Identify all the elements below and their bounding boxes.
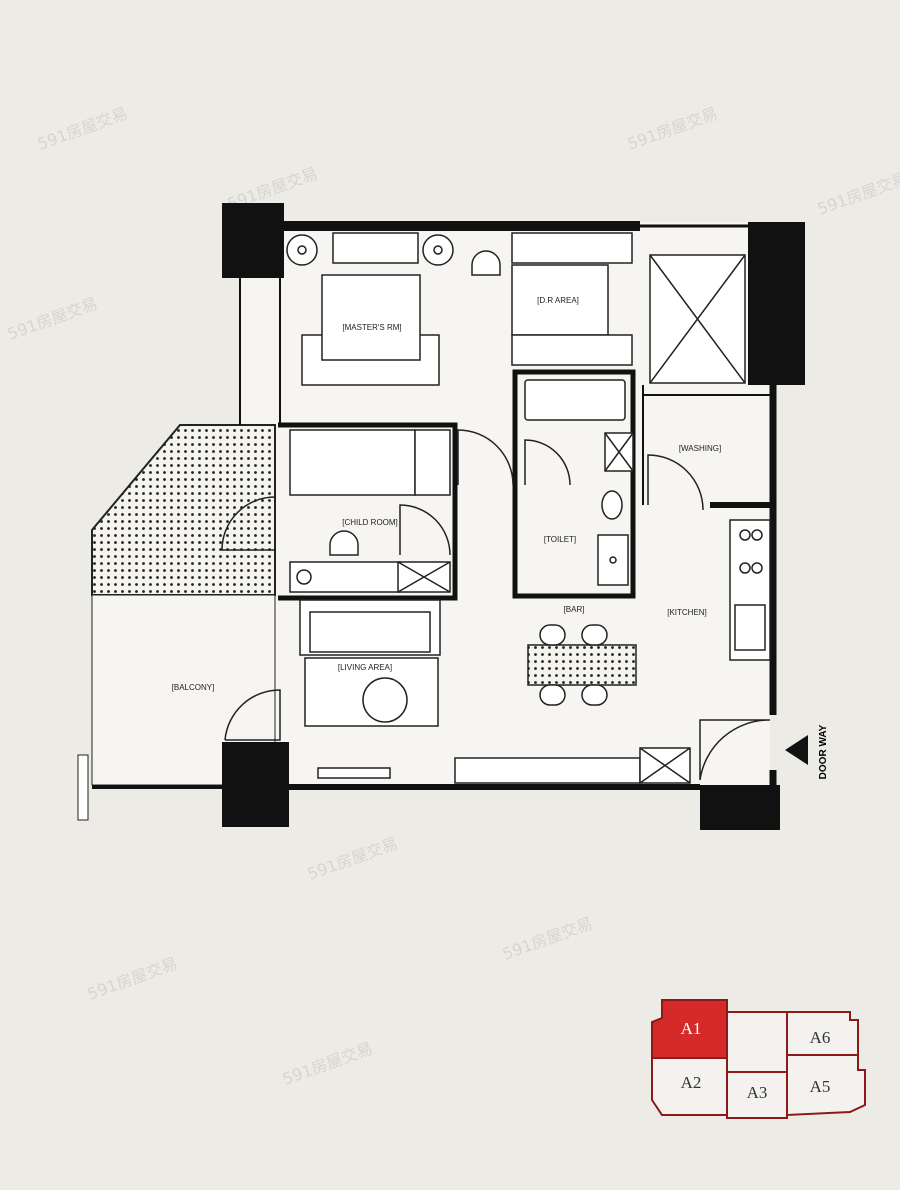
unit-a5 bbox=[786, 1054, 866, 1117]
living-furniture bbox=[299, 599, 441, 779]
svg-text:591房屋交易: 591房屋交易 bbox=[305, 834, 400, 884]
doors bbox=[221, 429, 771, 781]
label-kitchen: [KITCHEN] bbox=[667, 608, 707, 617]
label-dr-area: [D.R AREA] bbox=[537, 296, 579, 305]
label-toilet: [TOILET] bbox=[544, 535, 576, 544]
svg-text:591房屋交易: 591房屋交易 bbox=[5, 294, 100, 344]
entrance-arrow-icon bbox=[785, 735, 808, 765]
svg-text:591房屋交易: 591房屋交易 bbox=[625, 104, 720, 154]
balcony-rail bbox=[77, 754, 89, 821]
key-unit-a6: A6 bbox=[810, 1028, 831, 1047]
label-balcony: [BALCONY] bbox=[172, 683, 215, 692]
svg-text:591房屋交易: 591房屋交易 bbox=[35, 104, 130, 154]
label-child-room: [CHILD ROOM] bbox=[342, 518, 398, 527]
dressing-room bbox=[511, 232, 633, 366]
shower bbox=[524, 254, 746, 586]
unit-a3 bbox=[726, 1071, 788, 1119]
bar-table bbox=[527, 624, 637, 706]
structural-columns bbox=[222, 203, 805, 830]
child-room-furniture bbox=[289, 429, 451, 593]
key-unit-a3: A3 bbox=[747, 1083, 768, 1102]
label-washing: [WASHING] bbox=[679, 444, 721, 453]
label-bar: [BAR] bbox=[564, 605, 585, 614]
walls bbox=[92, 221, 777, 790]
key-unit-a2: A2 bbox=[681, 1073, 702, 1092]
unit-blank bbox=[726, 1011, 788, 1073]
unit-a2 bbox=[651, 1057, 728, 1116]
kitchen-counter bbox=[454, 519, 771, 784]
svg-text:591房屋交易: 591房屋交易 bbox=[280, 1039, 375, 1089]
label-masters-room: [MASTER'S RM] bbox=[342, 323, 401, 332]
key-unit-a5: A5 bbox=[810, 1077, 831, 1096]
svg-text:591房屋交易: 591房屋交易 bbox=[85, 954, 180, 1004]
label-living-area: [LIVING AREA] bbox=[338, 663, 392, 672]
master-furniture bbox=[286, 232, 501, 386]
svg-text:591房屋交易: 591房屋交易 bbox=[500, 914, 595, 964]
key-unit-a1: A1 bbox=[681, 1019, 702, 1038]
svg-text:591房屋交易: 591房屋交易 bbox=[815, 169, 900, 219]
label-door-way: DOOR WAY bbox=[818, 724, 829, 779]
key-plan bbox=[651, 999, 866, 1119]
balcony-dotted-area bbox=[91, 424, 276, 596]
